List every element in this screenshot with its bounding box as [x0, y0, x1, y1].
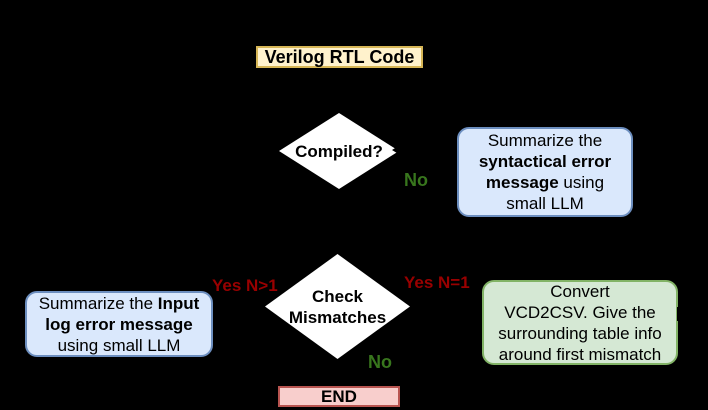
decision-check-mismatches: Check Mismatches	[265, 254, 410, 359]
text-segment-bold: message	[485, 173, 559, 192]
text-segment-bold: syntactical error	[478, 152, 612, 171]
text-segment: around first mismatch	[498, 344, 662, 364]
arrowhead-into-compiled-diamond	[392, 142, 405, 158]
summarize-syntactical-box: Summarize the syntactical error message …	[457, 127, 633, 217]
end-node: END	[278, 386, 400, 407]
summarize-input-log-box: Summarize the Input log error message us…	[25, 291, 213, 357]
convert-line2: VCD2CSV. Give the	[504, 302, 656, 323]
decision-mismatches-line2: Mismatches	[288, 307, 387, 327]
decision-compiled: Compiled?	[279, 113, 399, 189]
arrowhead-at-convert-box	[677, 307, 684, 321]
text-segment: Convert	[550, 281, 610, 301]
text-segment: small LLM	[506, 194, 584, 213]
start-node-verilog-rtl-code: Verilog RTL Code	[256, 46, 423, 68]
edge-label-yes-n-gt-1: Yes N>1	[212, 276, 278, 295]
summarize-input-line1: Summarize the Input	[39, 293, 200, 314]
text-segment: Summarize the	[487, 131, 603, 150]
end-node-label: END	[321, 387, 357, 406]
convert-line1: Convert	[550, 281, 610, 302]
edge-label-mismatch-no: No	[368, 352, 392, 372]
arrowhead-at-syntactical-box	[633, 152, 641, 166]
summarize-syntactical-line1: Summarize the	[488, 130, 602, 151]
text-segment: Summarize the	[38, 293, 158, 313]
text-segment: VCD2CSV. Give the	[504, 302, 656, 322]
summarize-input-line3: using small LLM	[58, 335, 181, 356]
convert-line4: around first mismatch	[499, 344, 662, 365]
summarize-input-line2: log error message	[45, 314, 192, 335]
summarize-syntactical-line3: message using	[486, 172, 604, 193]
text-segment-bold: log error message	[45, 314, 193, 334]
decision-compiled-label: Compiled?	[295, 141, 383, 161]
convert-vcd2csv-box: Convert VCD2CSV. Give the surrounding ta…	[482, 280, 678, 365]
text-segment: surrounding table info	[498, 323, 662, 343]
summarize-syntactical-line2: syntactical error	[479, 151, 611, 172]
convert-line3: surrounding table info	[498, 323, 662, 344]
text-segment: using small LLM	[57, 335, 181, 355]
text-segment-bold: Input	[157, 293, 200, 313]
decision-mismatches-line1: Check	[311, 286, 364, 306]
start-node-label: Verilog RTL Code	[264, 47, 415, 67]
edge-label-yes-n-eq-1: Yes N=1	[404, 273, 470, 292]
text-segment: using	[558, 173, 605, 192]
summarize-syntactical-line4: small LLM	[506, 193, 583, 214]
edge-label-compiled-no: No	[404, 170, 428, 190]
